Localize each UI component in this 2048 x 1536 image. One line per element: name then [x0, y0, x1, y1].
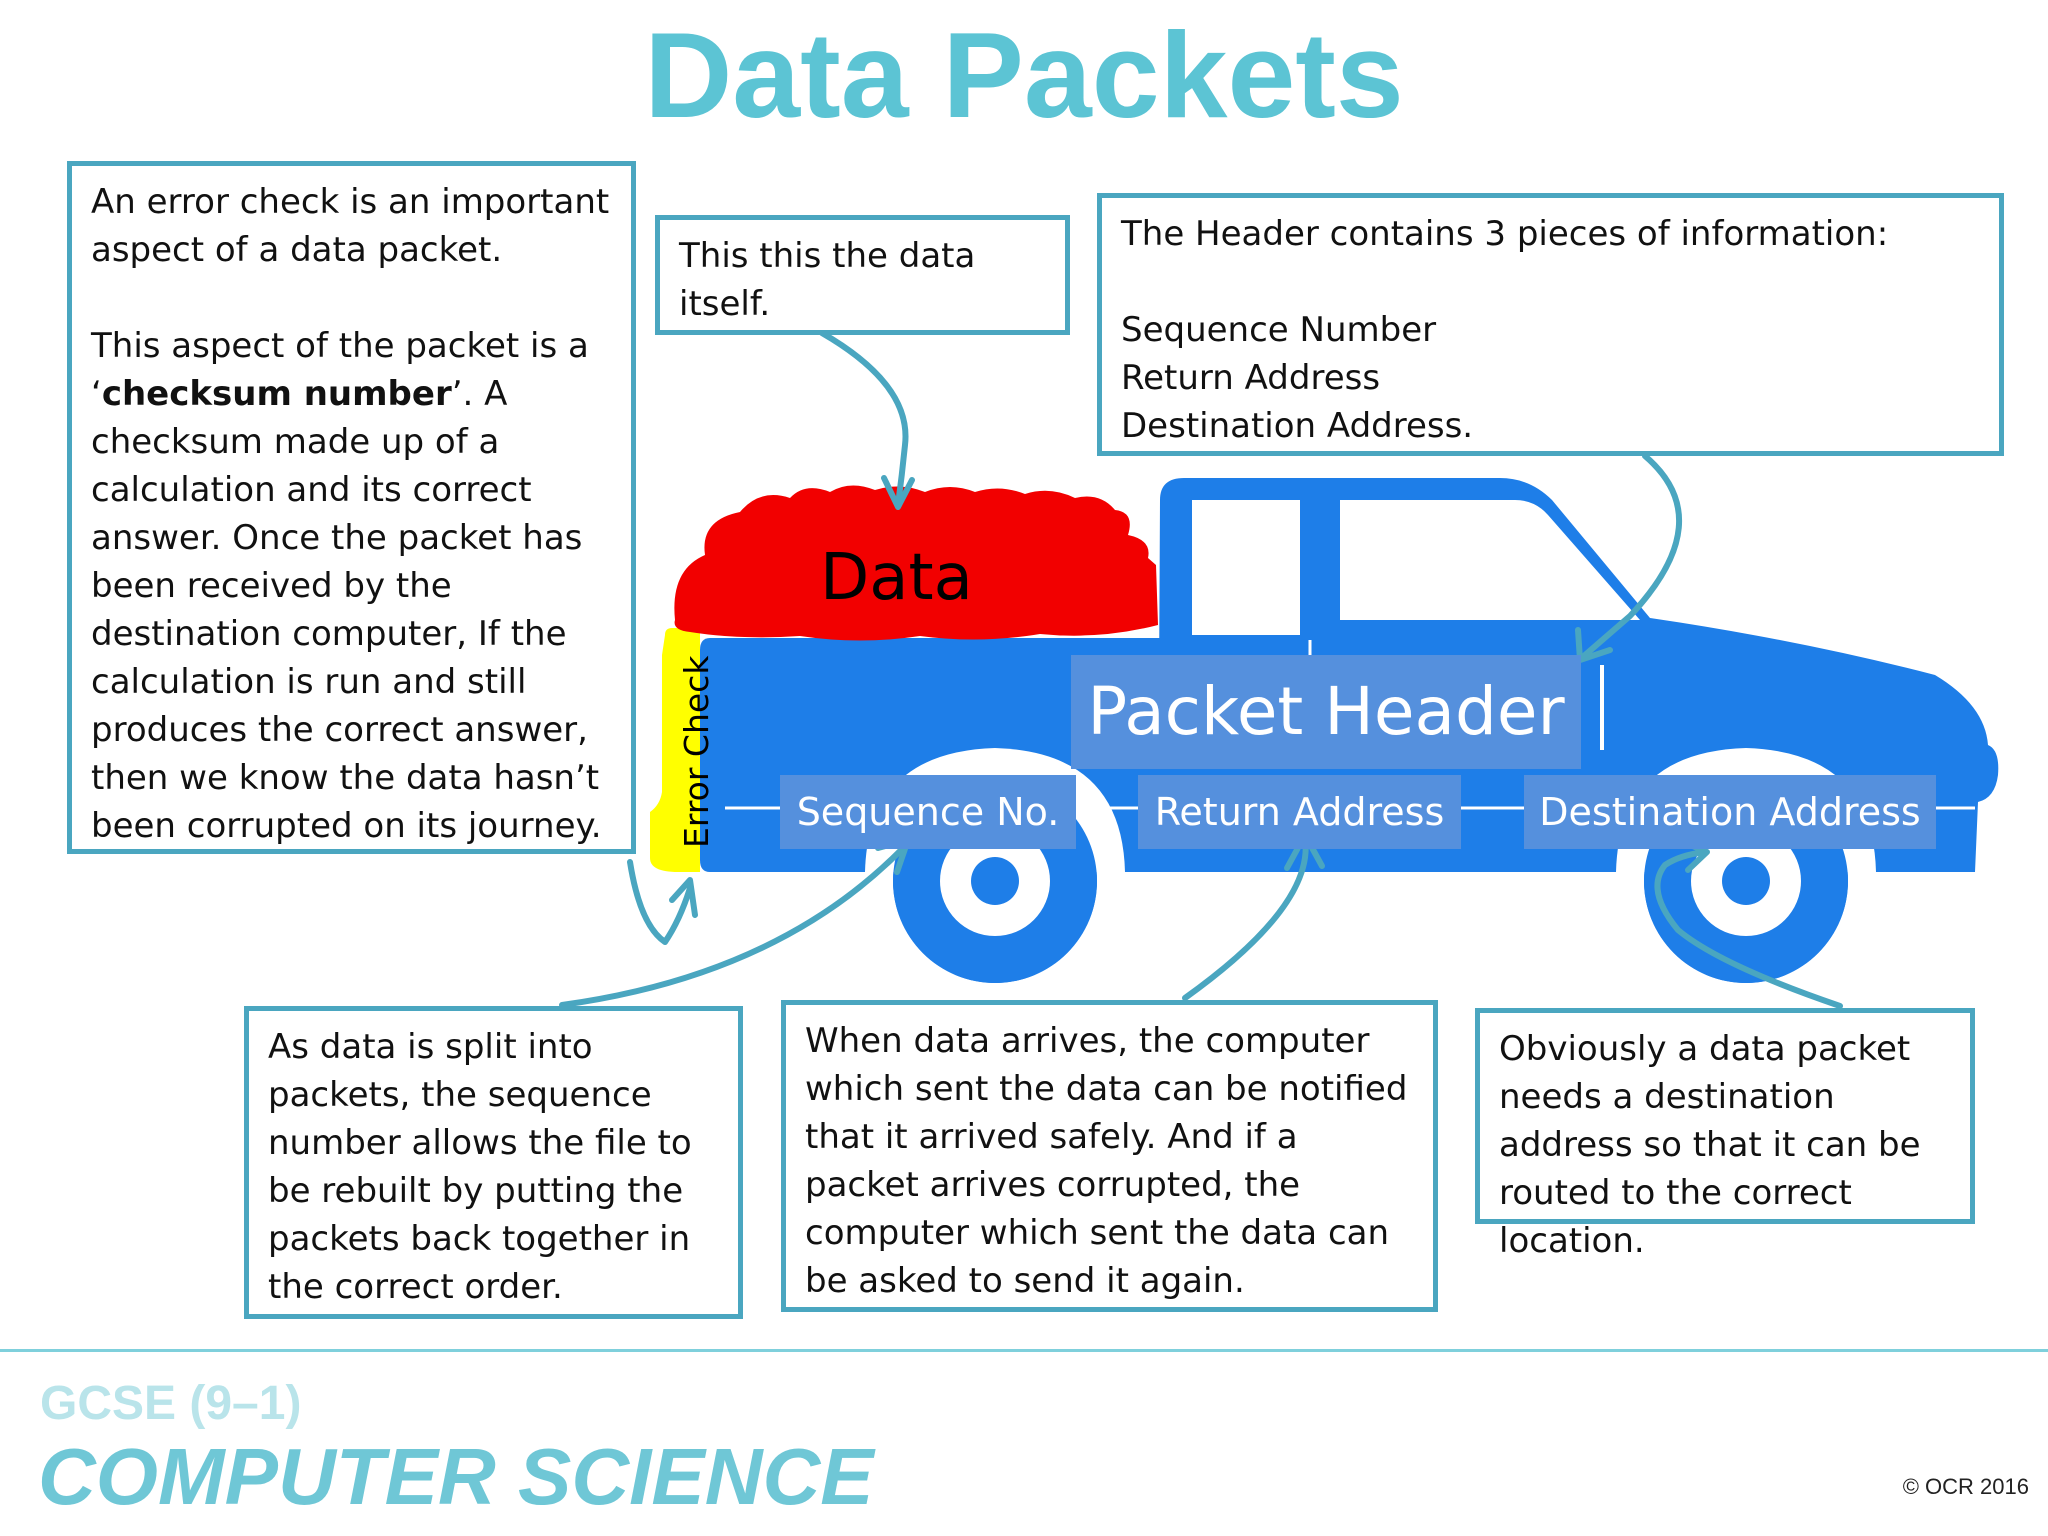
header-item-sequence-number: Sequence Number	[1121, 310, 1437, 350]
arrow-return-box	[1182, 835, 1309, 1001]
return-address-label: Return Address	[1138, 775, 1461, 849]
cab-front-window	[1340, 500, 1640, 620]
header-box: The Header contains 3 pieces of informat…	[1097, 193, 2004, 456]
data-label: Data	[820, 541, 973, 615]
header-item-return-address: Return Address	[1121, 358, 1381, 398]
return-box: When data arrives, the computer which se…	[781, 1000, 1438, 1312]
header-box-intro: The Header contains 3 pieces of informat…	[1121, 214, 1889, 254]
data-cargo	[674, 485, 1158, 641]
arrow-data-box	[819, 330, 909, 508]
error-check-detail-start: This aspect of the packet is a ‘	[91, 326, 589, 414]
error-check-detail: This aspect of the packet is a ‘checksum…	[91, 322, 613, 850]
return-box-text: When data arrives, the computer which se…	[805, 1021, 1408, 1301]
destination-box-text: Obviously a data packet needs a destinat…	[1499, 1029, 1921, 1261]
error-check-detail-end: ’. A checksum made up of a calculation a…	[91, 374, 602, 846]
page-title: Data Packets	[644, 7, 1404, 143]
sequence-no-label: Sequence No.	[780, 775, 1076, 849]
error-check-block	[650, 628, 700, 872]
data-box: This this the data itself.	[655, 215, 1070, 335]
arrowhead-error-check	[669, 877, 698, 918]
copyright: © OCR 2016	[1902, 1474, 2029, 1499]
packet-header-label: Packet Header	[1071, 655, 1581, 769]
sequence-box-text: As data is split into packets, the seque…	[268, 1027, 692, 1307]
checksum-term: checksum number	[101, 374, 452, 414]
error-check-intro: An error check is an important aspect of…	[91, 182, 610, 270]
course-level: GCSE (9–1)	[40, 1377, 302, 1430]
sequence-box: As data is split into packets, the seque…	[244, 1006, 743, 1319]
error-check-box: An error check is an important aspect of…	[67, 161, 636, 854]
cab-rear-window	[1192, 500, 1300, 635]
arrows	[559, 330, 1843, 1009]
destination-box: Obviously a data packet needs a destinat…	[1475, 1008, 1975, 1261]
data-box-text: This this the data itself.	[679, 236, 976, 324]
arrow-error-check	[627, 859, 693, 945]
course-subject: COMPUTER SCIENCE	[38, 1432, 874, 1521]
arrow-header-box	[1582, 453, 1683, 658]
arrow-destination-box	[1654, 849, 1843, 1009]
error-check-text: Error Check	[677, 655, 716, 848]
header-item-destination-address: Destination Address.	[1121, 406, 1474, 446]
footer-divider	[0, 1349, 2048, 1352]
arrow-sequence-box	[559, 843, 908, 1008]
arrowhead-data	[881, 475, 915, 510]
destination-address-label: Destination Address	[1524, 775, 1936, 849]
